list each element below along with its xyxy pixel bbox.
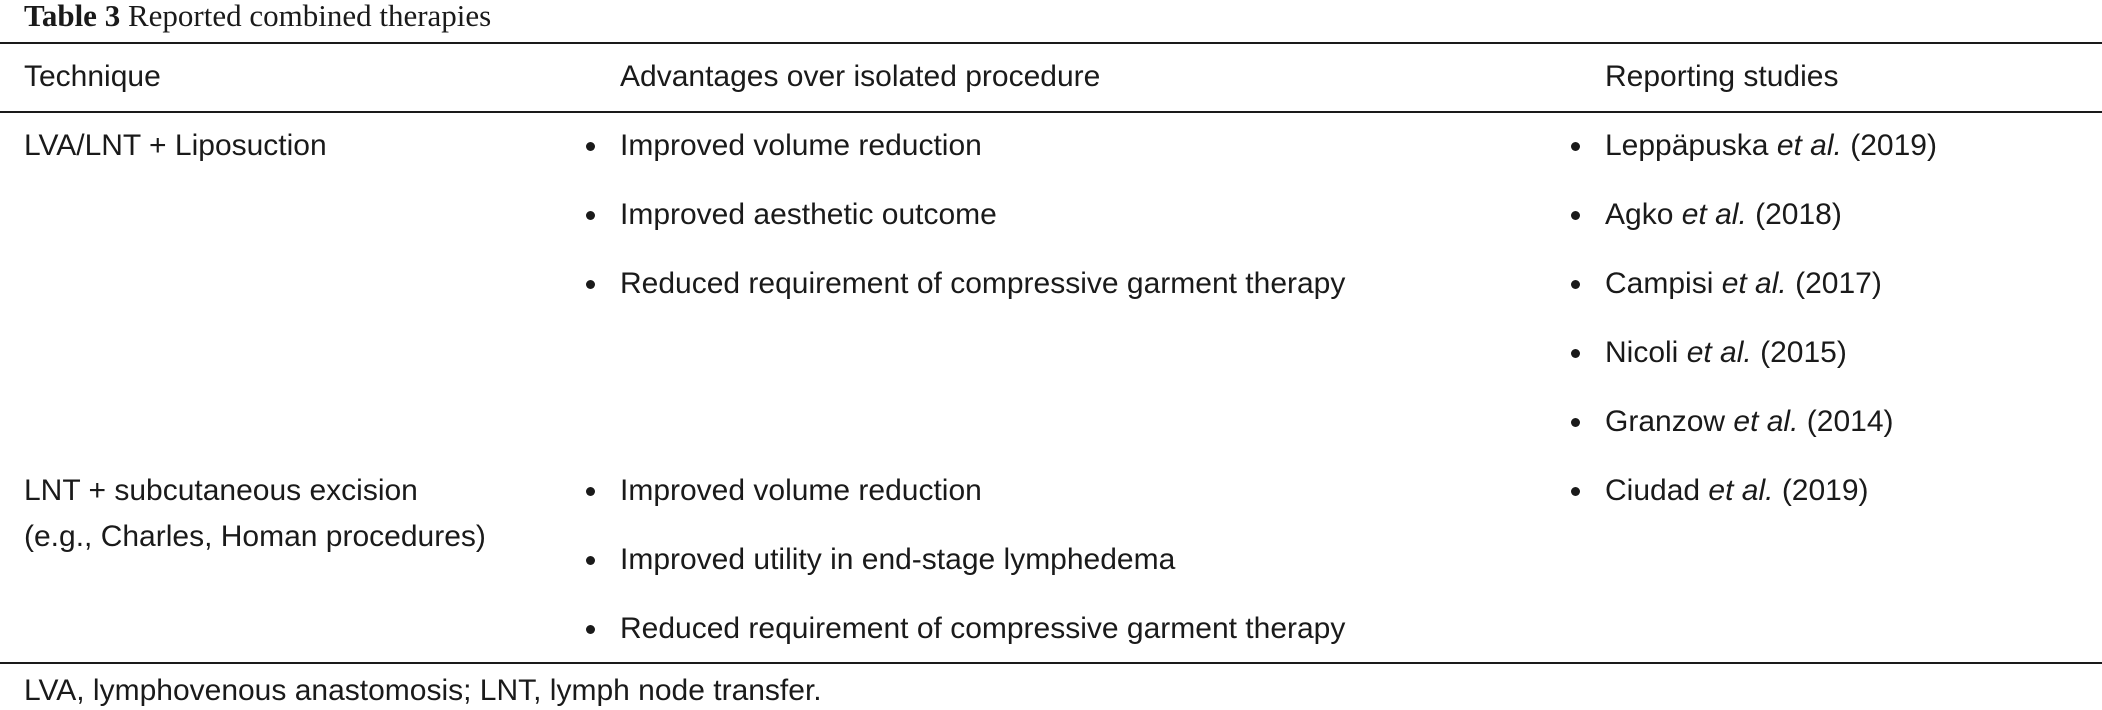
bullet-icon xyxy=(586,556,595,565)
row2-advantage-2: Improved utility in end-stage lymphedema xyxy=(620,543,1176,576)
bullet-icon xyxy=(1571,418,1580,427)
header-advantages: Advantages over isolated procedure xyxy=(620,60,1101,93)
bullet-icon xyxy=(586,211,595,220)
bullet-icon xyxy=(1571,280,1580,289)
bullet-icon xyxy=(586,280,595,289)
row1-advantage-1: Improved volume reduction xyxy=(620,129,982,162)
row1-study-1: Leppäpuska et al. (2019) xyxy=(1605,129,1937,162)
table-title: Reported combined therapies xyxy=(127,0,492,33)
header-technique: Technique xyxy=(24,60,161,93)
bullet-icon xyxy=(1571,142,1580,151)
bullet-icon xyxy=(1571,487,1580,496)
row2-study-1: Ciudad et al. (2019) xyxy=(1605,474,1869,507)
table-label: Table 3 xyxy=(24,0,121,33)
bullet-icon xyxy=(586,142,595,151)
bullet-icon xyxy=(1571,211,1580,220)
row2-advantage-1: Improved volume reduction xyxy=(620,474,982,507)
row2-technique-line-2: (e.g., Charles, Homan procedures) xyxy=(24,520,486,553)
top-rule xyxy=(0,42,2102,44)
header-studies: Reporting studies xyxy=(1605,60,1839,93)
row1-technique: LVA/LNT + Liposuction xyxy=(24,129,327,162)
table-footnote: LVA, lymphovenous anastomosis; LNT, lymp… xyxy=(24,674,822,707)
row2-technique-line-1: LNT + subcutaneous excision xyxy=(24,474,418,507)
header-rule xyxy=(0,111,2102,113)
row1-study-5: Granzow et al. (2014) xyxy=(1605,405,1894,438)
bottom-rule xyxy=(0,662,2102,664)
table-caption: Table 3 Reported combined therapies xyxy=(24,0,491,32)
row1-advantage-2: Improved aesthetic outcome xyxy=(620,198,997,231)
row1-study-3: Campisi et al. (2017) xyxy=(1605,267,1882,300)
row1-study-2: Agko et al. (2018) xyxy=(1605,198,1842,231)
row2-advantage-3: Reduced requirement of compressive garme… xyxy=(620,612,1346,645)
row1-study-4: Nicoli et al. (2015) xyxy=(1605,336,1847,369)
bullet-icon xyxy=(1571,349,1580,358)
bullet-icon xyxy=(586,487,595,496)
bullet-icon xyxy=(586,625,595,634)
row1-advantage-3: Reduced requirement of compressive garme… xyxy=(620,267,1346,300)
